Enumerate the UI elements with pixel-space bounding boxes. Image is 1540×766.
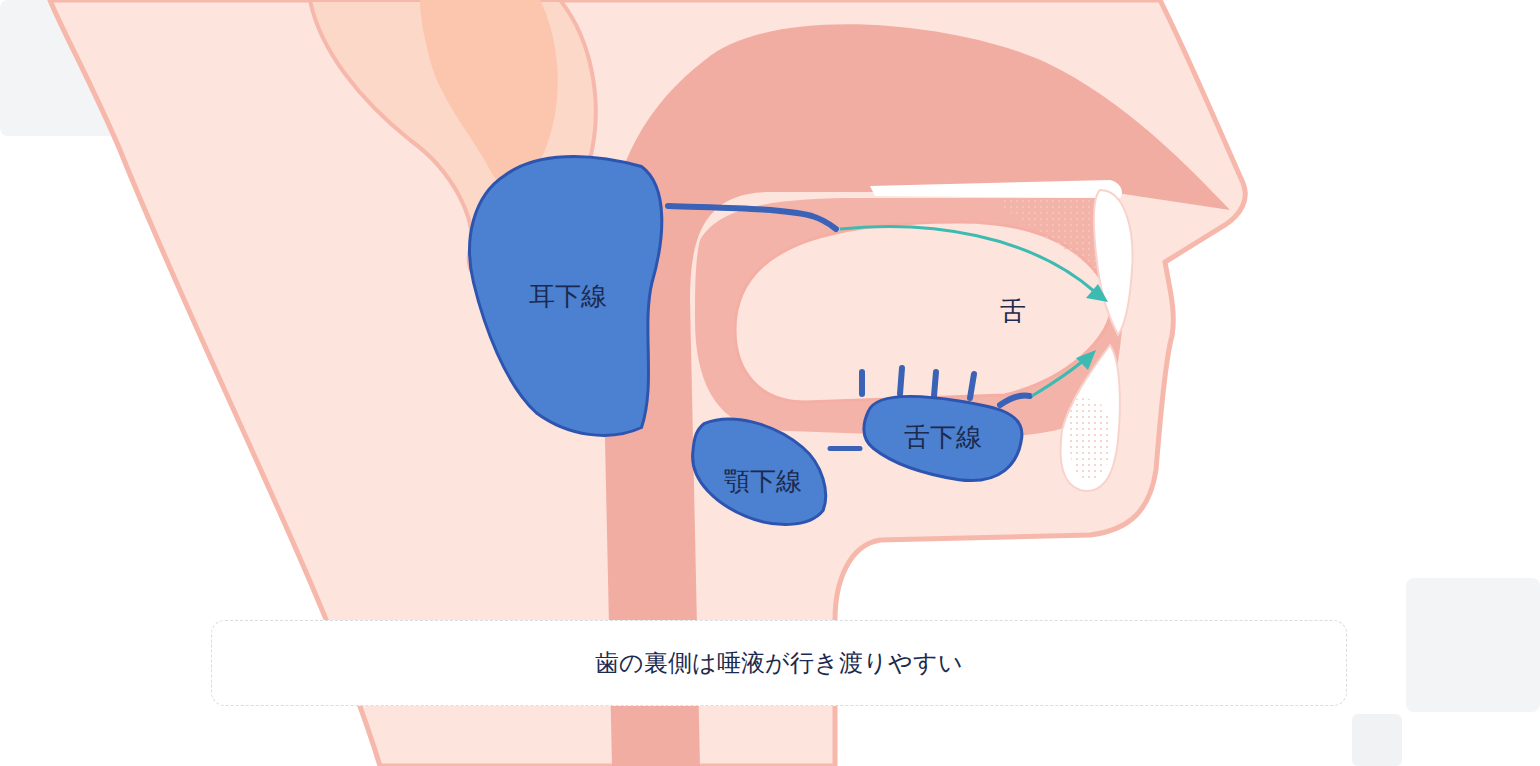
deco-square <box>1406 578 1540 712</box>
deco-square <box>1352 714 1402 766</box>
saliva-flow-arrowhead <box>1086 284 1108 302</box>
caption-text: 歯の裏側は唾液が行き渡りやすい <box>595 647 963 679</box>
minor-ducts <box>862 368 974 398</box>
lower-tooth <box>1061 345 1120 491</box>
saliva-flow-arrowhead <box>1076 350 1096 370</box>
saliva-flow-arrow <box>1032 360 1084 396</box>
gland-label: 舌下線 <box>904 422 982 453</box>
lower-jaw-bone <box>1069 398 1112 481</box>
tongue-label: 舌 <box>1000 294 1026 329</box>
upper-tooth <box>1094 190 1133 335</box>
tongue <box>735 222 1112 402</box>
saliva-flow-arrow <box>840 227 1095 292</box>
gland-label: 顎下線 <box>724 466 802 497</box>
sublingual-gland: 舌下線 <box>860 380 1025 485</box>
palate <box>870 180 1122 198</box>
ear-inner <box>420 0 558 186</box>
parotid-duct <box>668 206 836 229</box>
sublingual-duct <box>1000 395 1030 405</box>
caption-box: 歯の裏側は唾液が行き渡りやすい <box>211 620 1347 706</box>
submandibular-gland: 顎下線 <box>690 412 830 528</box>
parotid-gland: 耳下線 <box>463 152 673 442</box>
duct-connector <box>830 446 860 451</box>
gland-label: 耳下線 <box>529 281 607 312</box>
